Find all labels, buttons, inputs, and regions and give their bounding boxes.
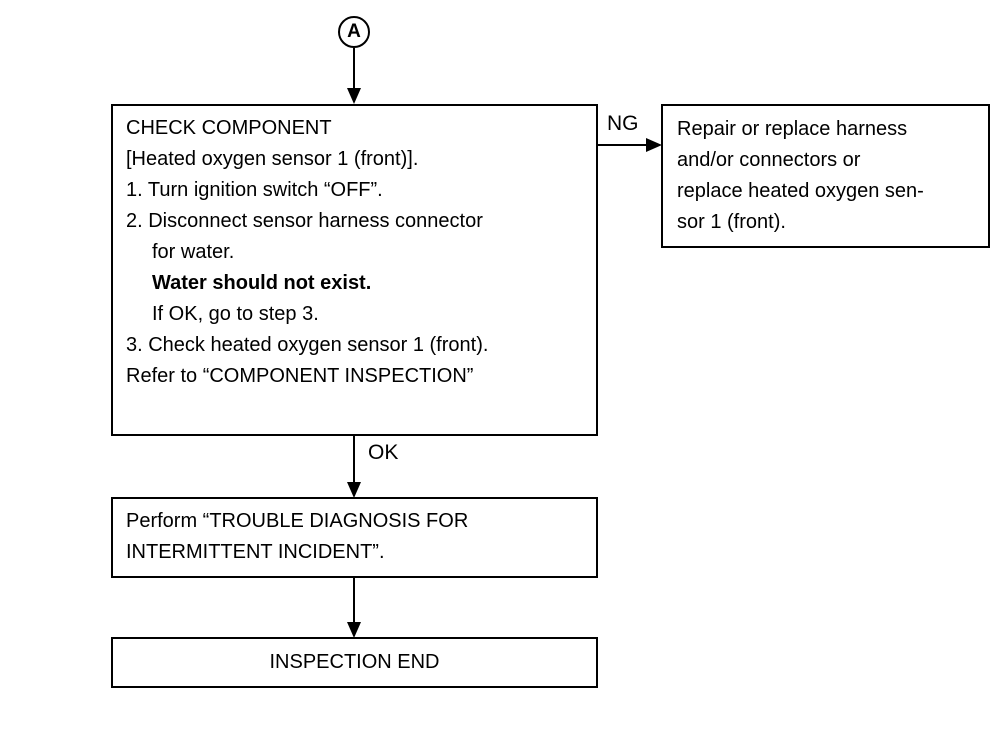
arrowhead-right-ng <box>646 138 662 152</box>
perform-line-2: INTERMITTENT INCIDENT”. <box>126 541 385 563</box>
check-refer: Refer to “COMPONENT INSPECTION” <box>126 365 474 387</box>
inspection-end-label: INSPECTION END <box>269 651 440 673</box>
ok-label: OK <box>368 441 399 464</box>
check-component-box: CHECK COMPONENT [Heated oxygen sensor 1 … <box>111 104 598 436</box>
repair-box: Repair or replace harness and/or connect… <box>661 104 990 248</box>
check-warning: Water should not exist. <box>152 272 372 294</box>
perform-line-1: Perform “TROUBLE DIAGNOSIS FOR <box>126 510 469 532</box>
check-step-2-line-1: 2. Disconnect sensor harness connector <box>126 210 483 232</box>
ng-label: NG <box>607 112 639 135</box>
repair-line-1: Repair or replace harness <box>677 118 908 140</box>
arrowhead-down-3 <box>347 622 361 638</box>
repair-line-4: sor 1 (front). <box>677 211 786 233</box>
check-step-2-followup: If OK, go to step 3. <box>152 303 319 325</box>
connector-a-label: A <box>347 21 361 42</box>
check-step-2-line-2: for water. <box>152 241 235 263</box>
inspection-end-box: INSPECTION END <box>111 637 598 688</box>
arrowhead-down-1 <box>347 88 361 104</box>
check-subtitle: [Heated oxygen sensor 1 (front)]. <box>126 148 419 170</box>
connector-a: A <box>338 16 370 48</box>
perform-box: Perform “TROUBLE DIAGNOSIS FOR INTERMITT… <box>111 497 598 578</box>
check-step-1: 1. Turn ignition switch “OFF”. <box>126 179 383 201</box>
repair-line-2: and/or connectors or <box>677 149 861 171</box>
arrowhead-down-2 <box>347 482 361 498</box>
check-step-3: 3. Check heated oxygen sensor 1 (front). <box>126 334 489 356</box>
check-title: CHECK COMPONENT <box>126 117 332 139</box>
repair-line-3: replace heated oxygen sen- <box>677 180 924 202</box>
